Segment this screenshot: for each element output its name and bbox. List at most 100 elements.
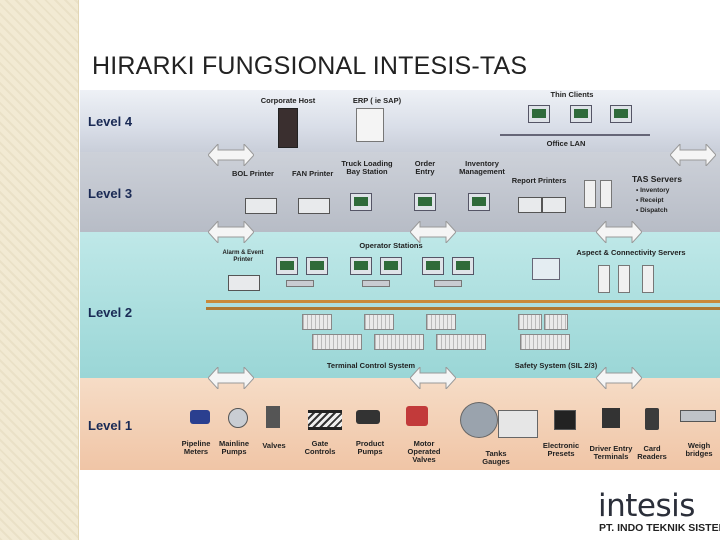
level1-device-label: Mainline Pumps: [218, 439, 249, 456]
double-arrow-icon: [595, 219, 643, 245]
level1-device-label: Driver Entry Terminals: [589, 444, 633, 461]
level2-band: [80, 232, 720, 378]
pump-icon: [228, 408, 248, 428]
fan-printer-label: FAN Printer: [292, 169, 334, 178]
level1-label: Level 1: [88, 418, 133, 433]
level3-label: Level 3: [88, 186, 133, 201]
server-icon: [584, 180, 596, 208]
meter-icon: [190, 410, 210, 424]
tas-item-dispatch: • Dispatch: [636, 207, 668, 214]
operator-monitor-icon: [422, 257, 444, 275]
level3-band: [80, 152, 720, 232]
operator-monitor-icon: [276, 257, 298, 275]
tank-sphere-icon: [460, 402, 498, 438]
level1-device-label: Weigh bridges: [685, 441, 713, 458]
controller-module-icon: [302, 314, 332, 330]
level1-device-label: Electronic Presets: [542, 441, 580, 458]
operator-monitor-icon: [452, 257, 474, 275]
erp-computer-icon: [356, 108, 384, 142]
report-printers-label: Report Printers: [511, 176, 567, 185]
operator-monitor-icon: [380, 257, 402, 275]
server-icon: [598, 265, 610, 293]
printer-icon: [518, 197, 542, 213]
level1-device-label: Pipeline Meters: [181, 439, 211, 456]
decorative-sidebar: [0, 0, 79, 540]
level1-device-label: Product Pumps: [355, 439, 385, 456]
weighbridge-icon: [680, 410, 716, 422]
double-arrow-icon: [207, 142, 255, 168]
alarm-printer-label: Alarm & Event Printer: [222, 250, 264, 263]
company-name: PT. INDO TEKNIK SISTEM: [599, 522, 720, 534]
printer-icon: [298, 198, 330, 214]
server-icon: [642, 265, 654, 293]
thin-clients-label: Thin Clients: [550, 90, 594, 99]
display-panel-icon: [532, 258, 560, 280]
workstation-icon: [468, 193, 490, 211]
erp-label: ERP ( ie SAP): [352, 96, 402, 105]
inventory-management-label: Inventory Management: [459, 159, 505, 176]
control-network-bus: [206, 307, 720, 310]
preset-terminal-icon: [554, 410, 576, 430]
office-lan-line: [500, 134, 650, 136]
safety-system-label: Safety System (SIL 2/3): [514, 361, 598, 370]
level4-label: Level 4: [88, 114, 133, 129]
io-rack-icon: [436, 334, 486, 350]
printer-icon: [228, 275, 260, 291]
motor-valve-icon: [406, 406, 428, 426]
operator-monitor-icon: [306, 257, 328, 275]
gate-icon: [308, 410, 342, 430]
double-arrow-icon: [409, 365, 457, 391]
order-entry-label: Order Entry: [414, 159, 436, 176]
terminal-control-label: Terminal Control System: [326, 361, 416, 370]
double-arrow-icon: [207, 365, 255, 391]
io-rack-icon: [374, 334, 424, 350]
card-reader-icon: [645, 408, 659, 430]
thin-client-icon: [528, 105, 550, 123]
level1-device-label: Card Readers: [637, 444, 667, 461]
io-rack-icon: [520, 334, 570, 350]
control-network-bus: [206, 300, 720, 303]
printer-icon: [245, 198, 277, 214]
tas-servers-label: TAS Servers: [632, 174, 682, 184]
double-arrow-icon: [595, 365, 643, 391]
server-icon: [618, 265, 630, 293]
tank-icon: [498, 410, 538, 438]
slide-title: HIRARKI FUNGSIONAL INTESIS-TAS: [92, 52, 528, 80]
controller-module-icon: [518, 314, 542, 330]
tas-item-receipt: • Receipt: [636, 197, 664, 204]
double-arrow-icon: [669, 142, 717, 168]
server-tower-icon: [278, 108, 298, 148]
aspect-servers-label: Aspect & Connectivity Servers: [576, 248, 686, 257]
printer-icon: [542, 197, 566, 213]
controller-module-icon: [364, 314, 394, 330]
keyboard-icon: [362, 280, 390, 287]
truck-loading-label: Truck Loading Bay Station: [341, 159, 393, 176]
workstation-icon: [414, 193, 436, 211]
brand-wordmark: intesis: [598, 488, 695, 524]
hierarchy-diagram: Level 4 Level 3 Level 2 Level 1 Corporat…: [80, 90, 720, 470]
level1-device-label: Gate Controls: [304, 439, 336, 456]
io-rack-icon: [312, 334, 362, 350]
valve-icon: [266, 406, 280, 428]
level2-label: Level 2: [88, 305, 133, 320]
thin-client-icon: [610, 105, 632, 123]
tas-item-inventory: • Inventory: [636, 187, 670, 194]
controller-module-icon: [426, 314, 456, 330]
operator-monitor-icon: [350, 257, 372, 275]
level1-device-label: Tanks Gauges: [482, 449, 510, 466]
bol-printer-label: BOL Printer: [232, 169, 274, 178]
double-arrow-icon: [409, 219, 457, 245]
thin-client-icon: [570, 105, 592, 123]
level1-device-label: Valves: [262, 441, 286, 450]
workstation-icon: [350, 193, 372, 211]
server-icon: [600, 180, 612, 208]
level1-device-label: Motor Operated Valves: [407, 439, 441, 464]
double-arrow-icon: [207, 219, 255, 245]
operator-stations-label: Operator Stations: [359, 241, 423, 250]
keyboard-icon: [286, 280, 314, 287]
entry-terminal-icon: [602, 408, 620, 428]
keyboard-icon: [434, 280, 462, 287]
company-logo: intesis PT. INDO TEKNIK SISTEM: [598, 488, 720, 536]
pump-icon: [356, 410, 380, 424]
corporate-host-label: Corporate Host: [260, 96, 316, 105]
